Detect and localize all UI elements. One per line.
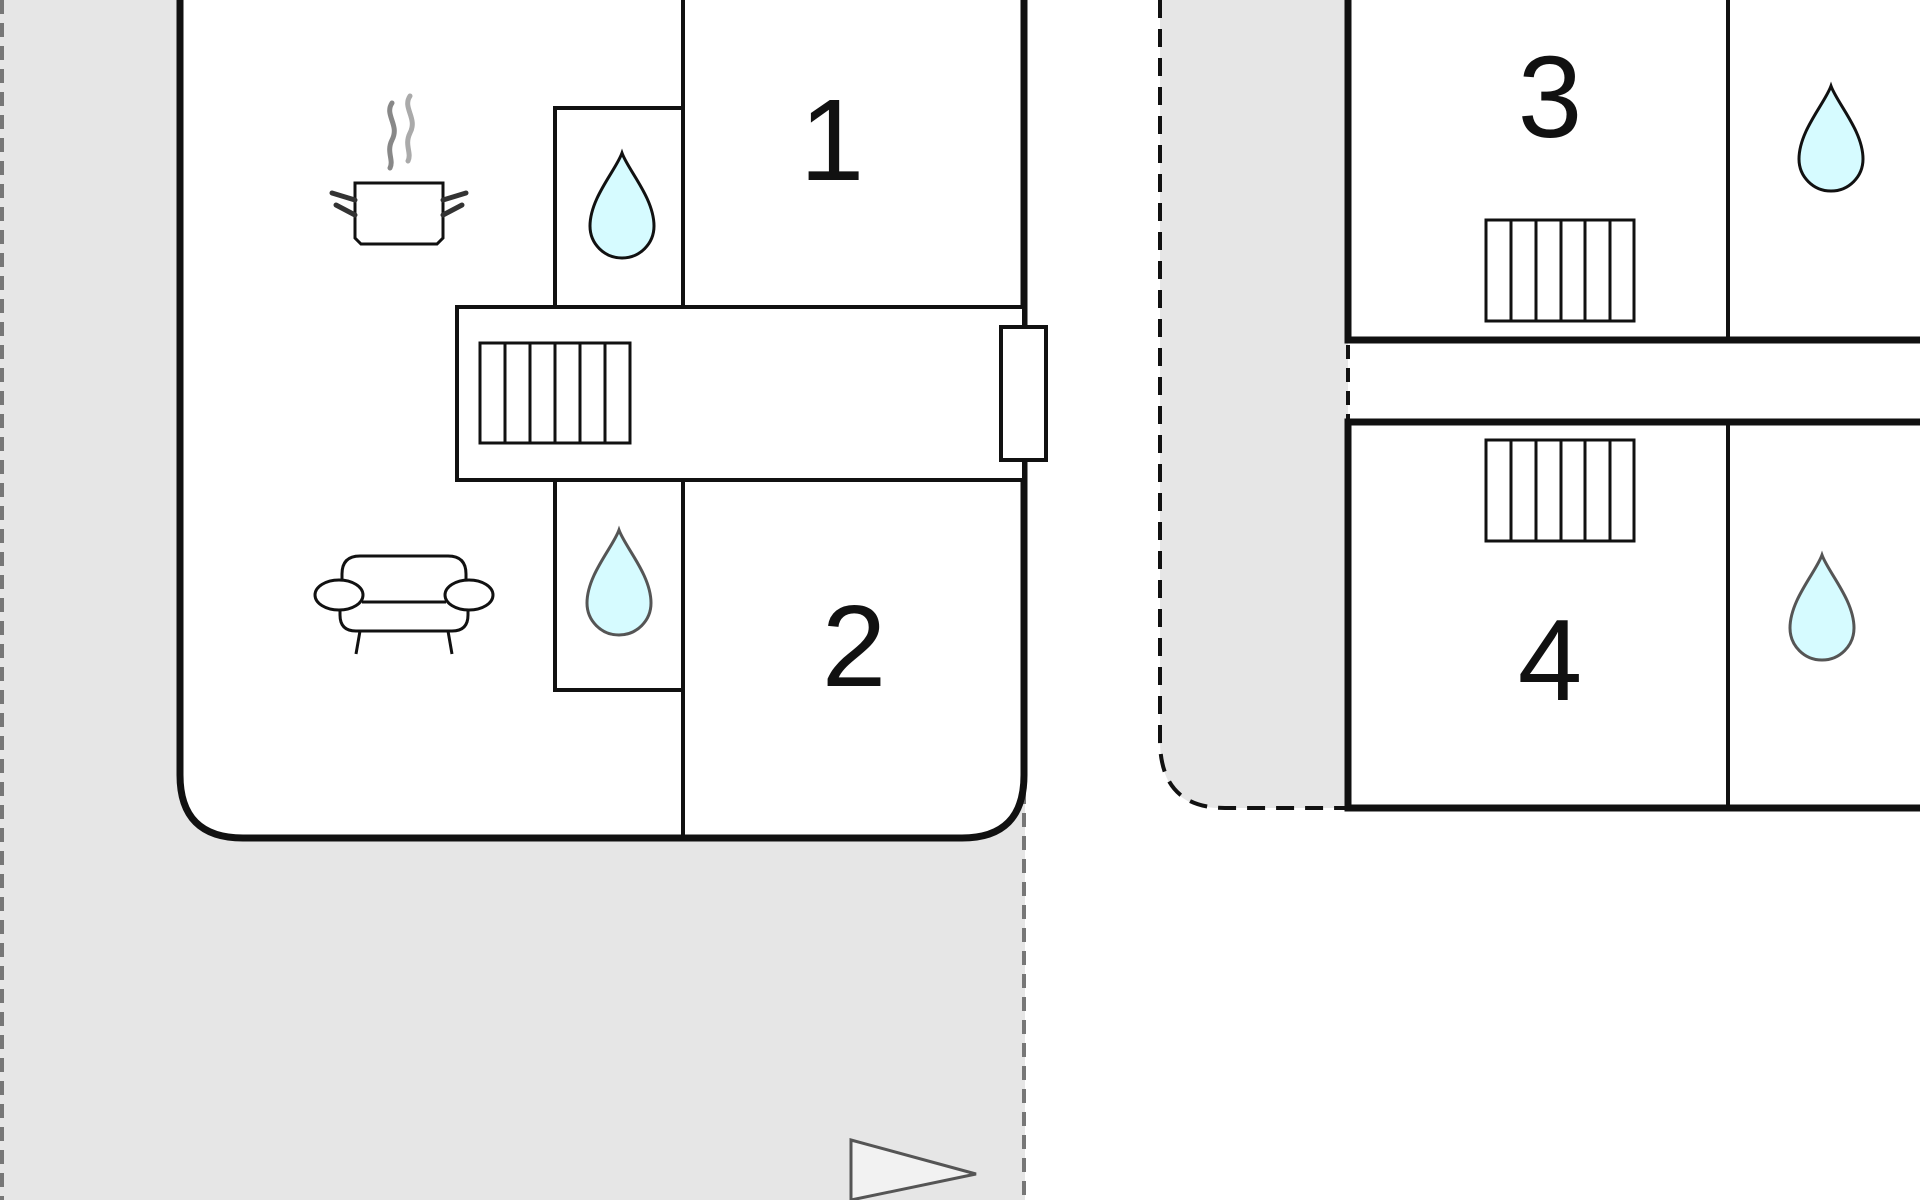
terrace-dashed-border bbox=[1158, 0, 1348, 810]
stairs-icon bbox=[478, 341, 632, 445]
hallway bbox=[455, 305, 1026, 482]
terrace-right bbox=[1160, 0, 1348, 808]
entrance-door bbox=[999, 325, 1048, 462]
sofa-icon bbox=[313, 554, 495, 655]
room-4-label: 4 bbox=[1518, 595, 1583, 725]
stairs-icon bbox=[1484, 438, 1636, 543]
room-1-label: 1 bbox=[800, 75, 865, 205]
room-numbers: 1 2 3 4 bbox=[800, 32, 1583, 725]
room-3-label: 3 bbox=[1518, 32, 1583, 162]
kitchen-pot-icon bbox=[329, 93, 469, 246]
water-drop-icon bbox=[1797, 84, 1865, 193]
stairs-icon bbox=[1484, 218, 1636, 323]
north-arrow-icon bbox=[849, 1138, 977, 1200]
room-2-label: 2 bbox=[822, 581, 887, 711]
